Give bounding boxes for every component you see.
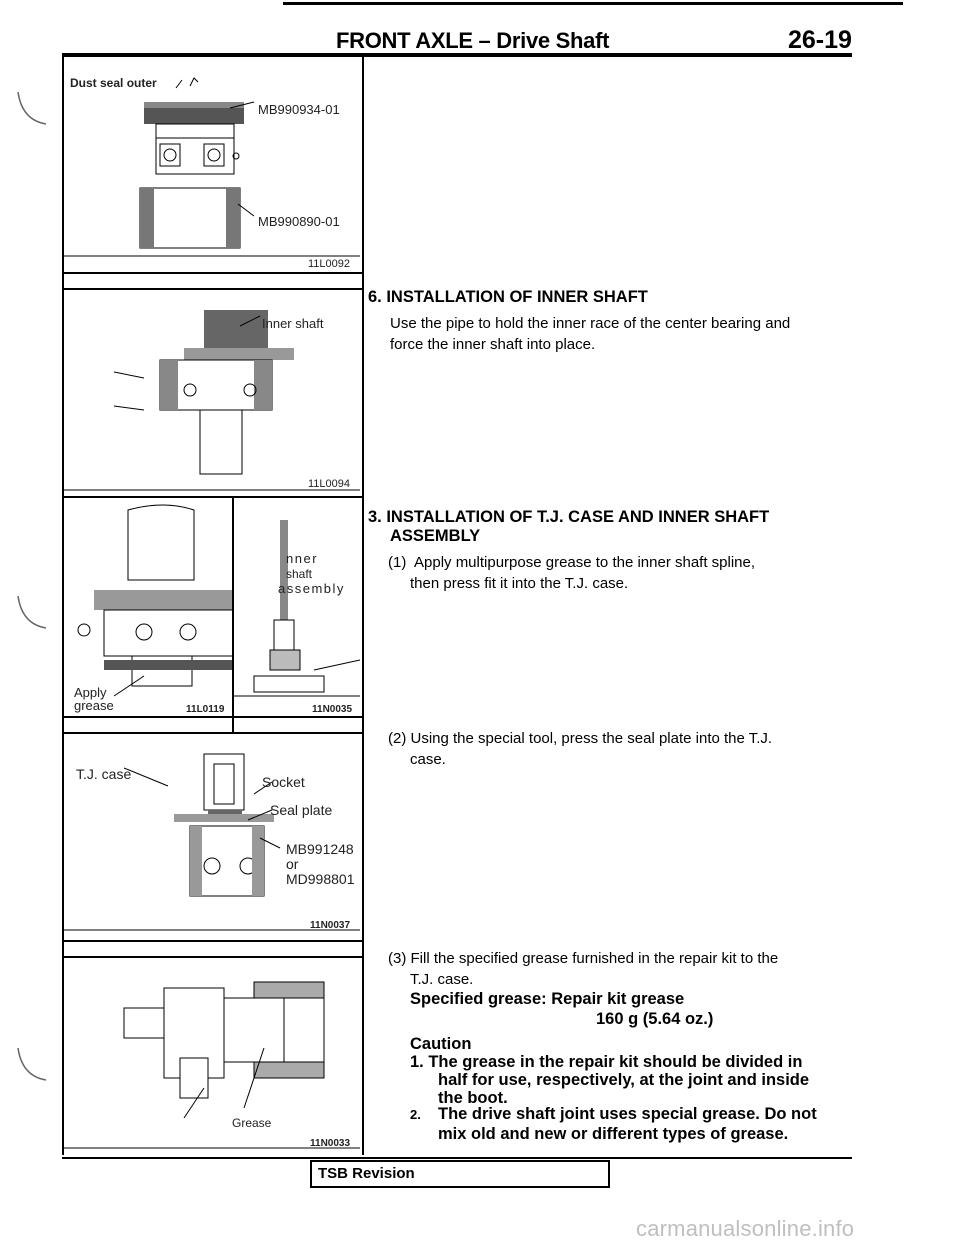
- specified-grease-amount: 160 g (5.64 oz.): [596, 1010, 714, 1028]
- section-3-title-2: ASSEMBLY: [390, 527, 481, 545]
- binding-mark-2: [17, 595, 47, 629]
- label-tj-case: T.J. case: [76, 766, 132, 782]
- binding-mark-3: [17, 1047, 47, 1081]
- step-1-text-2: then press fit it into the T.J. case.: [410, 575, 629, 592]
- grease-drawing: [64, 981, 360, 1149]
- binding-mark-1: [17, 91, 47, 125]
- figure-divider: [232, 498, 234, 734]
- caution-1-text-3: the boot.: [438, 1089, 508, 1107]
- figure-seal-plate: T.J. case Socket Seal plate MB991248 or …: [64, 734, 360, 934]
- figure-inner-shaft-assembly: nner shaft assembly 11N0035: [234, 500, 360, 716]
- inner-shaft-assembly-drawing: [234, 520, 360, 697]
- figure-separator: [62, 956, 362, 958]
- figure-separator: [62, 732, 362, 734]
- footer-rule: [62, 1157, 852, 1159]
- section-6-title: 6. INSTALLATION OF INNER SHAFT: [368, 288, 648, 306]
- header-top-rule: [283, 2, 903, 5]
- label-socket: Socket: [262, 774, 305, 790]
- caution-1-text-1: 1. The grease in the repair kit should b…: [410, 1053, 803, 1071]
- step-3-text-1: (3) Fill the specified grease furnished …: [388, 950, 779, 967]
- caution-2-text-1: The drive shaft joint uses special greas…: [438, 1105, 817, 1123]
- figure-code: 11L0092: [308, 258, 351, 270]
- figure-dust-seal: Dust seal outer MB990934-01 MB990890-01 …: [64, 58, 360, 272]
- caution-2-number: 2.: [410, 1107, 421, 1122]
- tool-label-bottom: MB990890-01: [258, 214, 340, 229]
- figure-separator: [62, 272, 362, 274]
- figure-separator: [62, 496, 362, 498]
- inner-shaft-drawing: [64, 310, 360, 491]
- figure-code: 11L0119: [186, 704, 225, 715]
- section-6-text-1: Use the pipe to hold the inner race of t…: [390, 315, 791, 332]
- step-1-text-1: Apply multipurpose grease to the inner s…: [414, 554, 756, 571]
- tsb-revision-label: TSB Revision: [318, 1165, 415, 1182]
- page-number: 26-19: [788, 26, 852, 54]
- step-2-text-1: (2) Using the special tool, press the se…: [388, 730, 773, 747]
- label-seal-plate: Seal plate: [270, 802, 333, 818]
- section-6-text-2: force the inner shaft into place.: [390, 336, 596, 353]
- tsb-revision-box: TSB Revision: [310, 1160, 610, 1188]
- label-dust-seal: Dust seal outer: [70, 76, 157, 90]
- figure-apply-grease: Apply grease 11L0119: [64, 500, 232, 716]
- step-3-text-2: T.J. case.: [410, 971, 474, 988]
- figure-code: 11L0094: [308, 478, 351, 490]
- tool-label-1: MB991248: [286, 841, 354, 857]
- watermark: carmanualsonline.info: [636, 1216, 855, 1241]
- figure-grease: Grease 11N0033: [64, 958, 360, 1154]
- figure-code: 11N0035: [312, 704, 353, 715]
- label-grease: grease: [74, 698, 114, 713]
- page-title: FRONT AXLE – Drive Shaft: [336, 28, 610, 53]
- figure-separator: [62, 716, 362, 718]
- label-inner-shaft: Inner shaft: [262, 316, 324, 331]
- tool-label-2: MD998801: [286, 871, 355, 887]
- section-3-title: 3. INSTALLATION OF T.J. CASE AND INNER S…: [368, 508, 770, 526]
- caution-heading: Caution: [410, 1035, 472, 1053]
- dust-seal-drawing: [64, 77, 360, 257]
- label-assembly: assembly: [278, 581, 345, 596]
- label-shaft: shaft: [286, 567, 313, 581]
- figure-inner-shaft: Inner shaft 11L0094: [64, 290, 360, 496]
- seal-plate-drawing: [64, 753, 360, 931]
- figures-panel: [62, 57, 364, 1155]
- apply-grease-drawing: [77, 504, 232, 697]
- label-apply: Apply: [74, 685, 107, 700]
- step-2-text-2: case.: [410, 751, 446, 768]
- figure-code: 11N0033: [310, 1138, 351, 1149]
- tool-label-or: or: [286, 856, 299, 872]
- caution-1-text-2: half for use, respectively, at the joint…: [438, 1071, 810, 1089]
- label-nner: nner: [286, 551, 319, 566]
- label-grease-fig: Grease: [232, 1116, 272, 1130]
- caution-2-text-2: mix old and new or different types of gr…: [438, 1125, 789, 1143]
- header-rule: [62, 53, 852, 57]
- specified-grease: Specified grease: Repair kit grease: [410, 990, 685, 1008]
- figure-separator: [62, 288, 362, 290]
- figure-code: 11N0037: [310, 920, 351, 931]
- tool-label-top: MB990934-01: [258, 102, 340, 117]
- figure-separator: [62, 940, 362, 942]
- step-1-number: (1): [388, 554, 407, 571]
